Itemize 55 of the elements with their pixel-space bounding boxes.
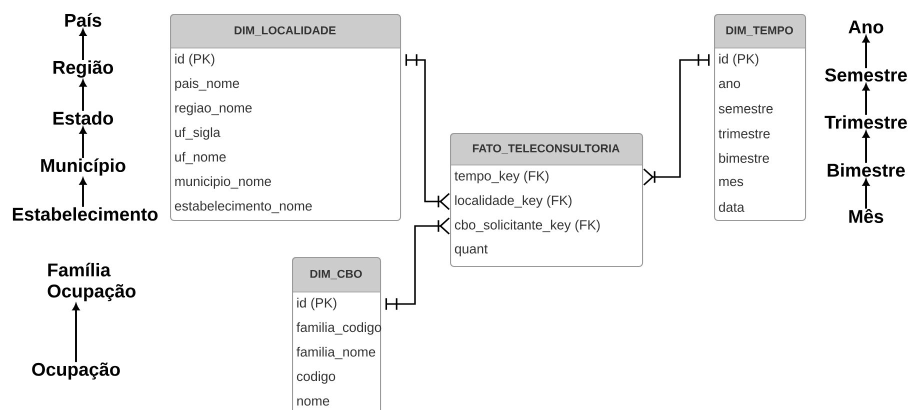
- table-header: DIM_CBO: [292, 257, 380, 292]
- table-row: familia_codigo: [296, 322, 382, 335]
- entity-table: [714, 14, 806, 222]
- level-label: Semestre: [825, 68, 907, 82]
- relationship-line: [405, 54, 450, 210]
- level-label: Ano: [848, 20, 884, 34]
- table-row: id (PK): [297, 298, 336, 310]
- table-row: municipio_nome: [175, 176, 271, 189]
- level-label: Município: [41, 158, 126, 176]
- table-row: cbo_solicitante_key (FK): [454, 220, 600, 232]
- entity-table: [450, 133, 644, 268]
- arrow: [862, 36, 870, 68]
- table-row: familia_nome: [296, 346, 376, 360]
- table-row: semestre: [718, 104, 773, 114]
- table-header: DIM_TEMPO: [714, 14, 806, 48]
- arrow: [862, 179, 870, 209]
- relationship-line: [385, 218, 450, 310]
- table-row: data: [718, 202, 744, 212]
- table-row: uf_nome: [175, 152, 226, 164]
- arrow: [80, 29, 86, 60]
- level-label: Estado: [53, 111, 114, 125]
- arrow: [72, 303, 80, 362]
- table-row: quant: [454, 244, 488, 256]
- table-row: nome: [297, 398, 330, 406]
- table-row: codigo: [296, 371, 336, 384]
- table-row: id (PK): [719, 54, 758, 66]
- table-row: ano: [718, 80, 740, 88]
- entity-table: [170, 14, 402, 222]
- table-row: localidade_key (FK): [455, 195, 572, 208]
- arrow: [80, 80, 86, 111]
- arrow: [80, 127, 86, 158]
- table-row: estabelecimento_nome: [174, 200, 312, 214]
- table-header: DIM_LOCALIDADE: [170, 14, 400, 48]
- table-header: FATO_TELECONSULTORIA: [450, 133, 642, 166]
- arrow: [80, 178, 86, 207]
- level-label: Trimestre: [824, 115, 907, 129]
- relationship-line: [643, 54, 710, 186]
- table-row: mes: [719, 178, 744, 186]
- table-row: pais_nome: [175, 78, 240, 91]
- arrow: [862, 131, 870, 163]
- level-label: País: [65, 13, 102, 27]
- table-row: trimestre: [718, 128, 770, 138]
- table-row: tempo_key (FK): [454, 170, 548, 184]
- level-label: Ocupação: [32, 362, 120, 380]
- level-label: Bimestre: [828, 163, 905, 177]
- table-row: uf_sigla: [175, 127, 220, 140]
- table-row: id (PK): [175, 54, 214, 66]
- table-row: regiao_nome: [175, 102, 252, 116]
- table-row: bimestre: [719, 153, 769, 163]
- level-label: Região: [53, 60, 114, 78]
- level-label: Estabelecimento: [12, 207, 158, 221]
- level-label: Família Ocupação: [48, 262, 136, 302]
- level-label: Mês: [849, 209, 884, 223]
- arrow: [862, 84, 870, 115]
- entity-table: [292, 257, 382, 410]
